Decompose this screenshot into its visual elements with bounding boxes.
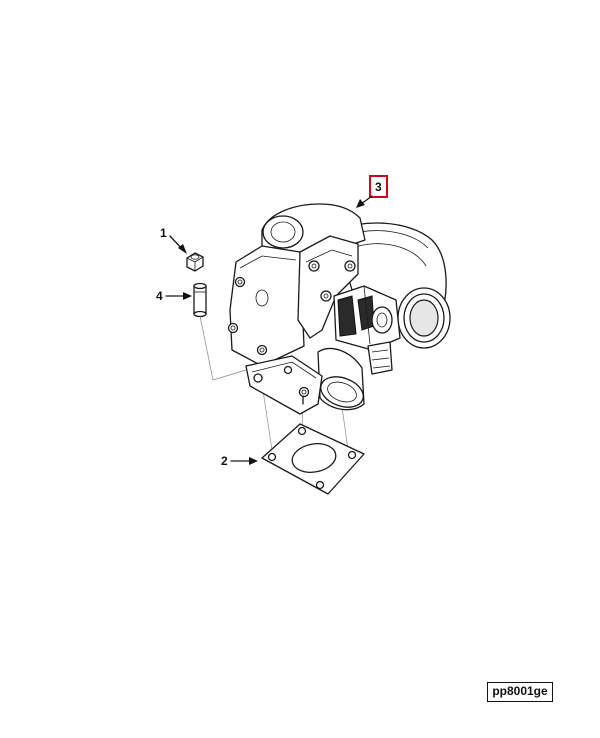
- callout-2: 2: [221, 454, 258, 468]
- turbocharger-assembly: [227, 203, 451, 415]
- callout-4-label: 4: [156, 289, 163, 303]
- callout-2-label: 2: [221, 454, 228, 468]
- stud-part: [193, 282, 207, 318]
- callout-1: 1: [160, 226, 187, 254]
- gasket-part: [261, 423, 365, 495]
- callout-3-highlight-box: [369, 175, 388, 198]
- callout-4: 4: [156, 289, 192, 303]
- turbine-mounting-flange: [245, 355, 323, 415]
- nut-part: [186, 252, 204, 272]
- turbine-housing: [229, 245, 305, 367]
- callout-3-label: 3: [375, 180, 382, 194]
- callout-3: 3: [356, 175, 388, 208]
- figure-id-label: pp8001ge: [487, 682, 553, 702]
- callout-1-label: 1: [160, 226, 167, 240]
